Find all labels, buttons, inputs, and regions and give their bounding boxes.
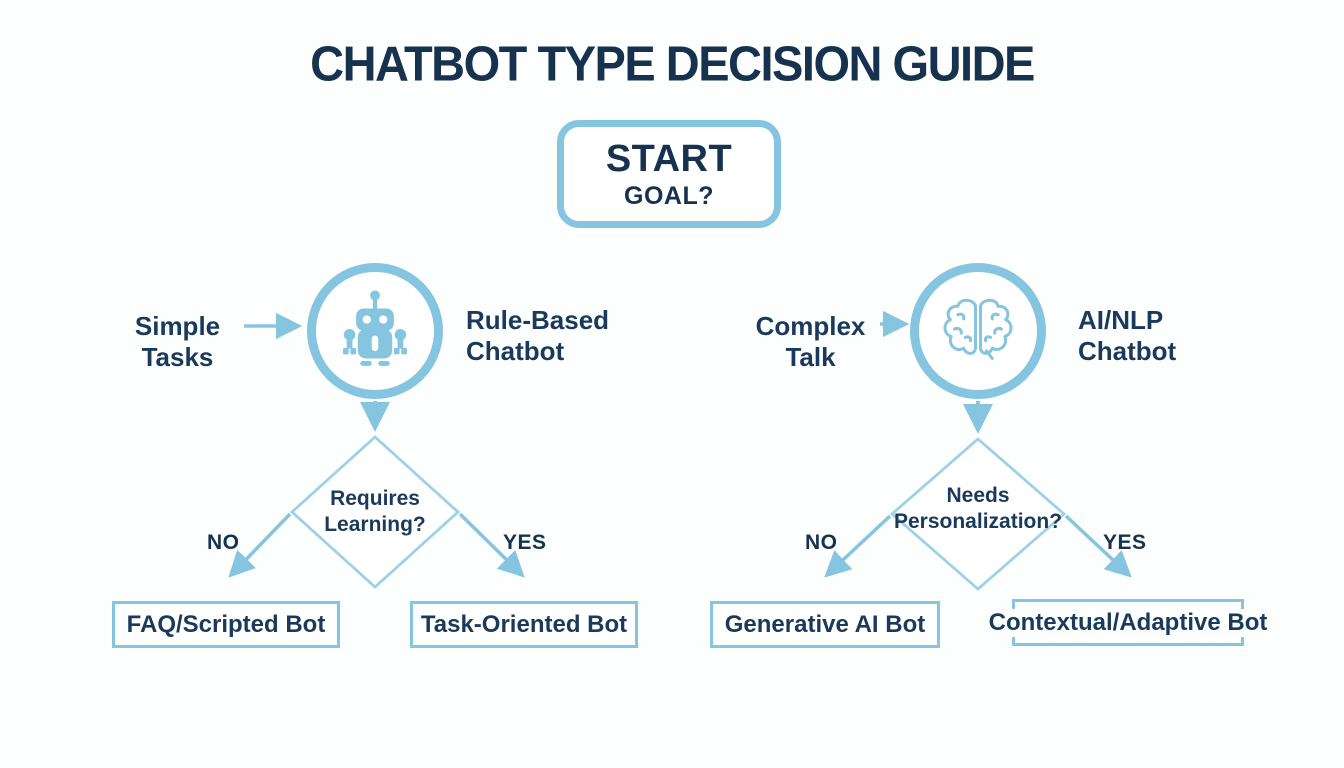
- decision-needs-personalization: Needs Personalization?: [893, 484, 1063, 534]
- node-label-rule-based: Rule-Based Chatbot: [466, 305, 610, 366]
- outcome-label: FAQ/Scripted Bot: [126, 610, 326, 638]
- start-node: START GOAL?: [557, 120, 781, 228]
- yes-label-right: YES: [1103, 531, 1147, 554]
- outcome-faq-scripted-bot: FAQ/Scripted Bot: [112, 601, 340, 648]
- page-title: CHATBOT TYPE DECISION GUIDE: [310, 35, 1035, 92]
- outcome-label: Generative AI Bot: [724, 610, 926, 638]
- outcome-contextual-adaptive-bot: Contextual/Adaptive Bot: [984, 599, 1272, 646]
- yes-label-left: YES: [503, 531, 547, 554]
- no-label-left: NO: [207, 531, 240, 554]
- outcome-label: Task-Oriented Bot: [420, 610, 628, 638]
- input-label-simple-tasks: Simple Tasks: [134, 311, 221, 372]
- outcome-label: Contextual/Adaptive Bot: [984, 608, 1272, 637]
- ai-nlp-node-circle: [910, 263, 1046, 399]
- rule-based-node-circle: [307, 263, 443, 399]
- node-label-ai-nlp: AI/NLP Chatbot: [1078, 305, 1177, 366]
- brain-icon: [936, 287, 1020, 376]
- start-label: START: [605, 137, 733, 180]
- outcome-task-oriented-bot: Task-Oriented Bot: [410, 601, 638, 648]
- start-sublabel: GOAL?: [624, 181, 714, 210]
- decision-requires-learning: Requires Learning?: [324, 487, 426, 537]
- input-label-complex-talk: Complex Talk: [755, 311, 866, 372]
- no-label-right: NO: [805, 531, 838, 554]
- robot-icon: [334, 288, 416, 375]
- outcome-generative-ai-bot: Generative AI Bot: [710, 601, 940, 648]
